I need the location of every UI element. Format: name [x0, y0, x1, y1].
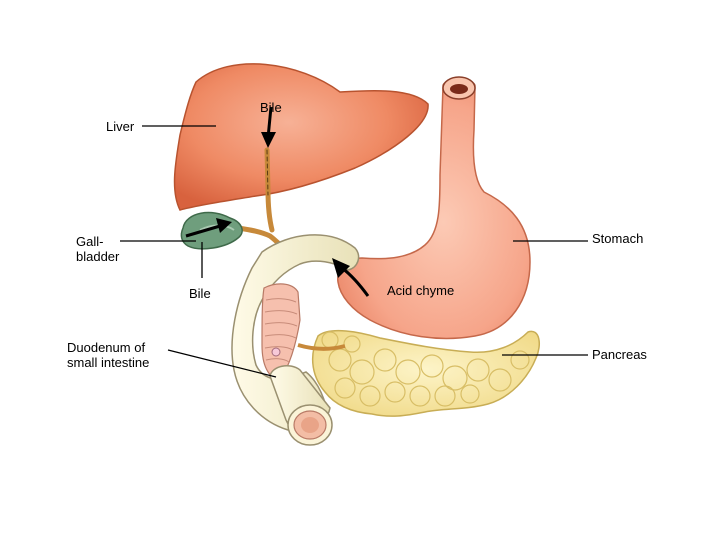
duodenum-leader: [167, 349, 277, 378]
duodenum-label: Duodenum of small intestine: [67, 340, 150, 370]
bile-top-label: Bile: [260, 100, 282, 115]
bile-bottom-label: Bile: [189, 286, 211, 301]
gallbladder-label: Gall- bladder: [76, 234, 120, 264]
pancreas-label: Pancreas: [592, 347, 647, 362]
acid-chyme-arrow: [332, 258, 370, 297]
acid-chyme-label: Acid chyme: [387, 283, 455, 298]
bile-arrow-down: [261, 106, 276, 148]
leader-lines: [120, 125, 588, 378]
stomach: [337, 76, 531, 340]
pancreas: [311, 329, 541, 417]
duodenum: [231, 234, 360, 446]
gallbladder: [180, 211, 243, 250]
stomach-label: Stomach: [592, 231, 644, 246]
bile-arrow-gallbladder: [185, 218, 232, 238]
liver-label: Liver: [106, 119, 135, 134]
liver: [173, 63, 429, 211]
